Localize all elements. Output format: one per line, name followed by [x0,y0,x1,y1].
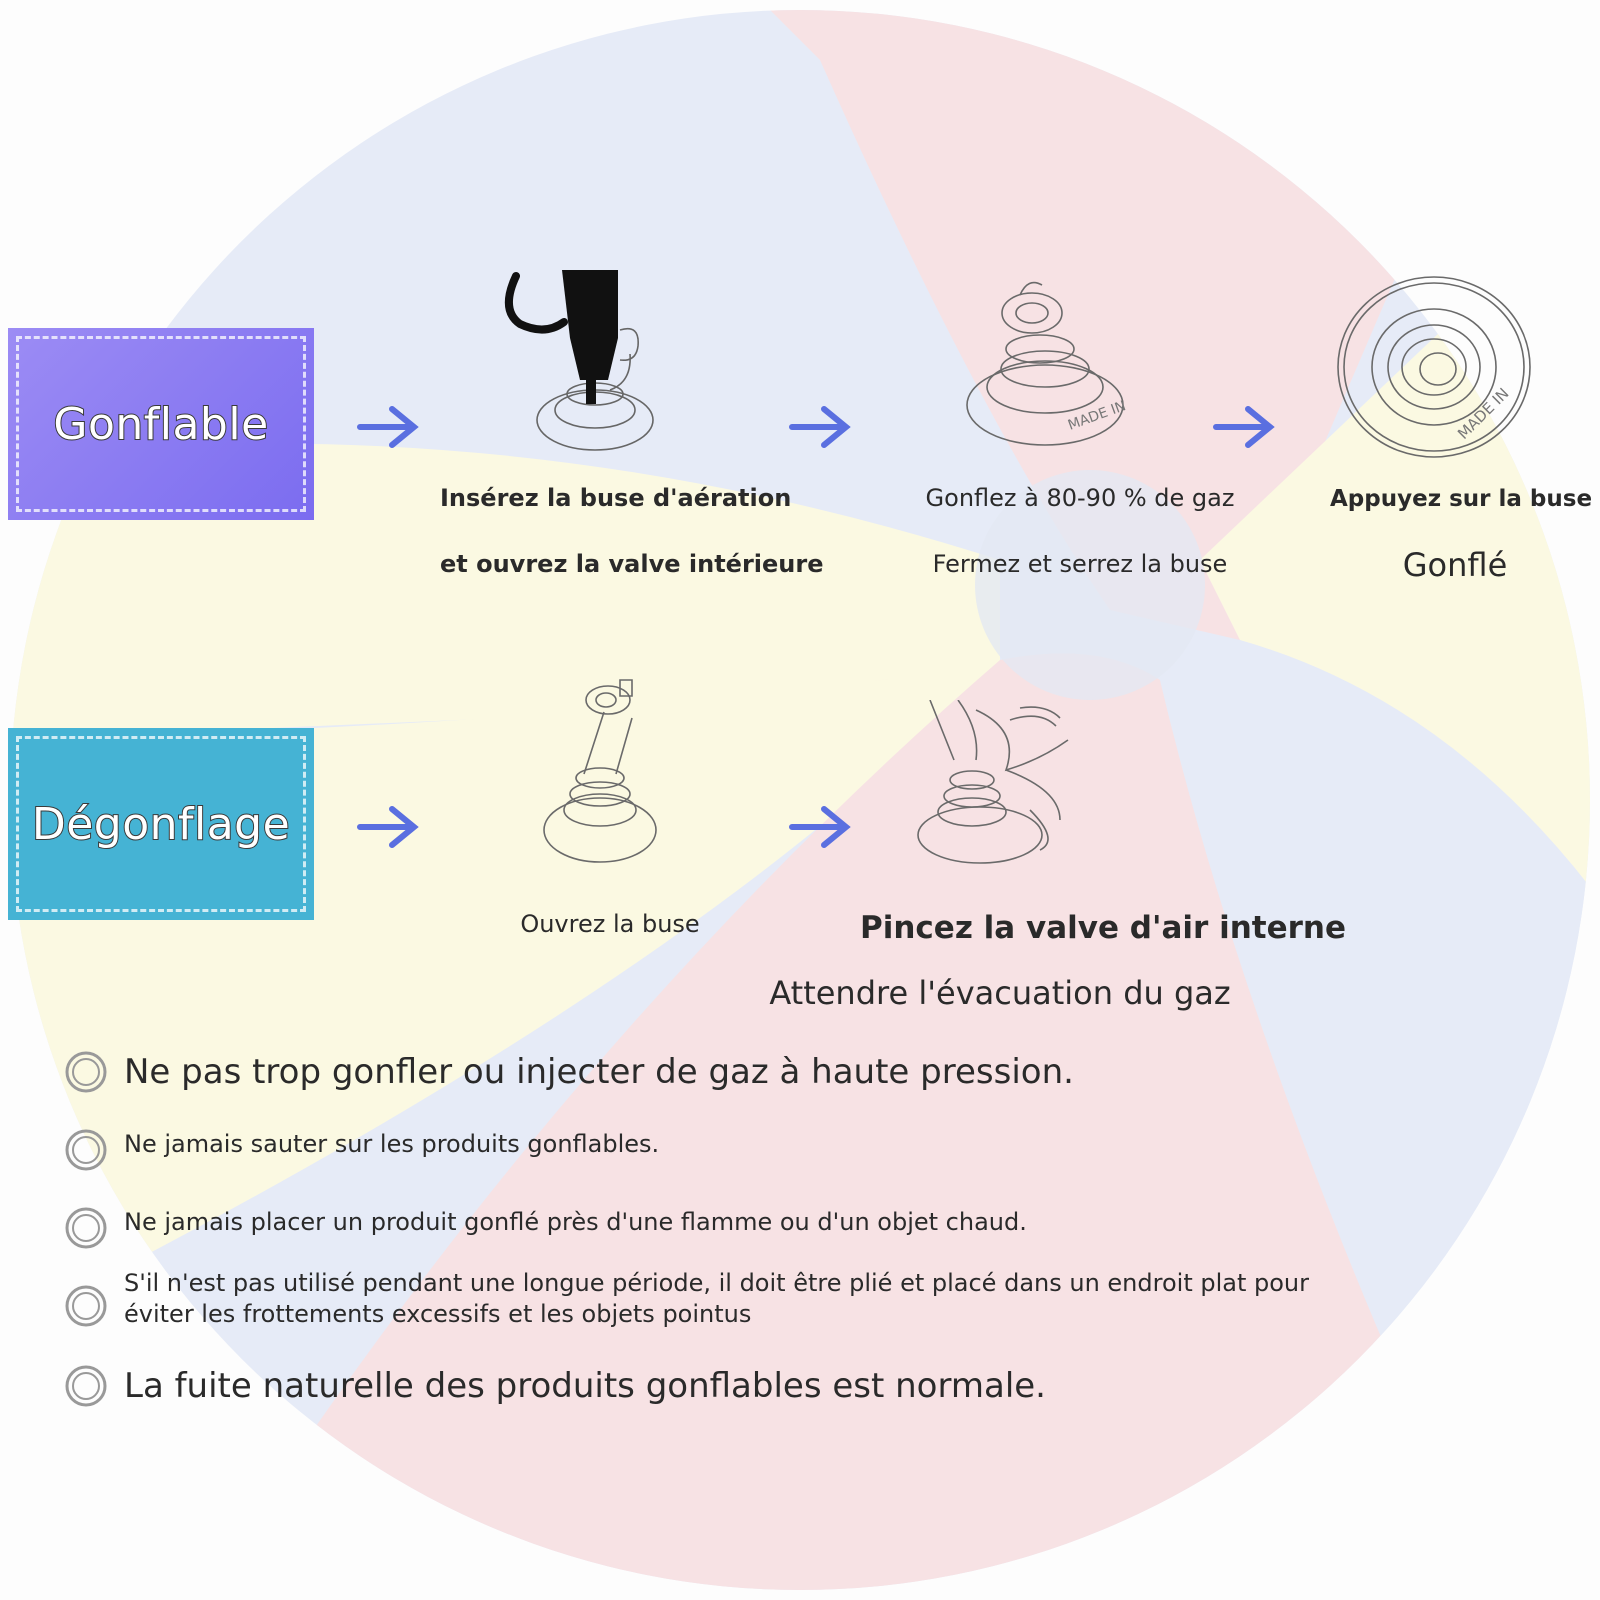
inflate-label: Gonflable [52,398,269,451]
circle-bullet-icon [65,1051,107,1093]
inflate-label-box: Gonflable [8,328,314,520]
inflate-step-3-line1: Appuyez sur la buse [1330,486,1593,512]
ball-center-cap [975,470,1205,700]
note-item: Ne pas trop gonfler ou injecter de gaz à… [64,1050,1224,1094]
closed-valve-icon: MADE IN [1337,276,1531,458]
circle-bullet-icon [65,1207,107,1249]
arrow-right-icon [789,806,851,848]
note-item: La fuite naturelle des produits gonflabl… [64,1364,1224,1408]
arrow-right-icon [1213,406,1275,448]
note-text: S'il n'est pas utilisé pendant une longu… [124,1269,1309,1328]
note-item: S'il n'est pas utilisé pendant une longu… [64,1269,1384,1330]
circle-bullet-icon [65,1365,107,1407]
circle-bullet-icon [65,1129,107,1171]
arrow-right-icon [357,806,419,848]
note-text: Ne jamais placer un produit gonflé près … [124,1208,1027,1236]
inflate-step-2-line1: Gonflez à 80-90 % de gaz [925,484,1235,512]
arrow-right-icon [357,406,419,448]
deflate-step-2-line1: Pincez la valve d'air interne [860,910,1346,946]
ball-panel-red-top [760,10,1420,640]
pinch-valve-hand-icon [917,700,1069,864]
note-text: La fuite naturelle des produits gonflabl… [124,1366,1046,1406]
inflate-step-3-line2: Gonflé [1402,546,1508,584]
ball-panel-red-bottom [200,653,1500,1590]
note-text: Ne pas trop gonfler ou injecter de gaz à… [124,1052,1074,1092]
note-item: Ne jamais placer un produit gonflé près … [64,1206,1274,1250]
deflate-label-box: Dégonflage [8,728,314,920]
pump-nozzle-icon [505,270,654,451]
open-nozzle-icon [543,679,657,863]
valve-stamp: MADE IN [1454,384,1512,442]
valve-stamp: MADE IN [1066,398,1128,434]
deflate-label: Dégonflage [31,798,291,851]
deflate-step-2-line2: Attendre l'évacuation du gaz [769,974,1231,1012]
note-item: Ne jamais sauter sur les produits gonfla… [64,1128,1224,1172]
inflate-step-1-line2: et ouvrez la valve intérieure [440,550,824,578]
circle-bullet-icon [65,1285,107,1327]
inflate-step-2-line2: Fermez et serrez la buse [932,550,1228,578]
inflate-step-1-line1: Insérez la buse d'aération [440,484,792,512]
deflate-step-1-line1: Ouvrez la buse [520,910,700,938]
arrow-right-icon [789,406,851,448]
note-text: Ne jamais sauter sur les produits gonfla… [124,1130,660,1158]
open-valve-icon: MADE IN [966,281,1128,446]
